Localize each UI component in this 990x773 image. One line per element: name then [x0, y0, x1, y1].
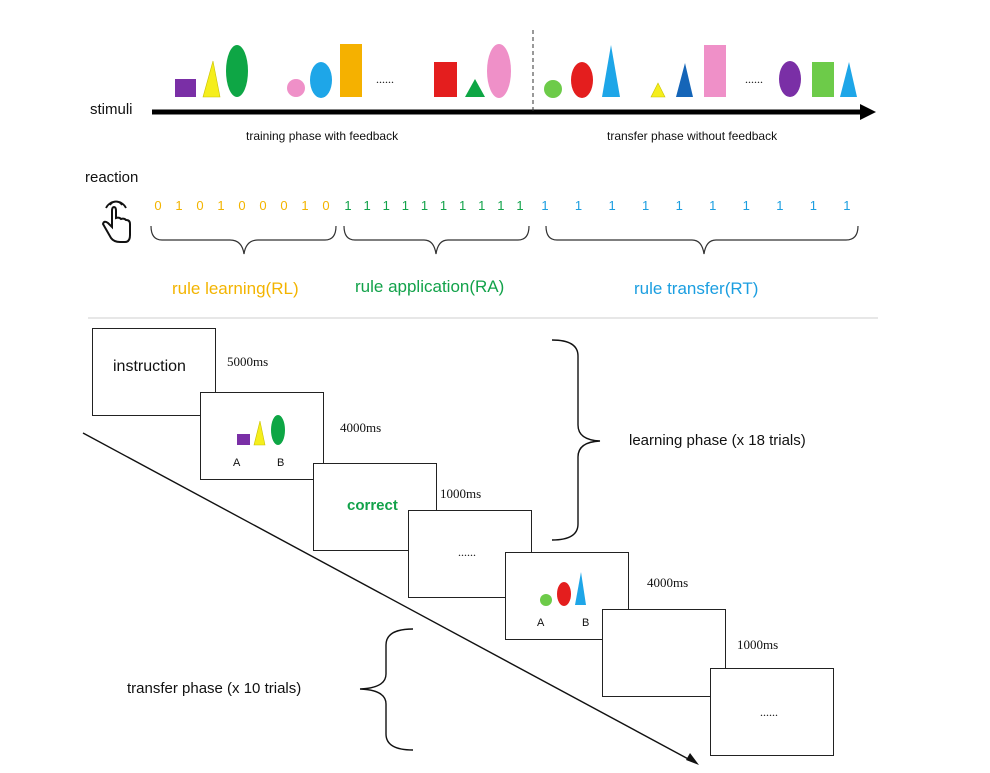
- shape-lightgreen-square: [812, 62, 834, 97]
- shape-red-ellipse-small: [557, 582, 571, 606]
- shape-green-triangle: [465, 79, 485, 97]
- transfer-phase-label: transfer phase without feedback: [607, 129, 778, 143]
- shape-orange-rect: [340, 44, 362, 97]
- reaction-label: reaction: [85, 169, 139, 186]
- shape-yellow-triangle: [202, 60, 221, 98]
- reaction-bit: 0: [280, 198, 288, 213]
- ellipsis-text-1: ......: [458, 545, 476, 559]
- reaction-bit: 1: [478, 198, 486, 213]
- shape-red-ellipse: [571, 62, 593, 98]
- brace-transfer: [545, 225, 859, 255]
- shape-yellow-triangle-small: [650, 82, 666, 98]
- reaction-bit: 0: [238, 198, 246, 213]
- reaction-bit: 1: [809, 198, 817, 213]
- shape-blue-triangle-tall: [602, 45, 620, 97]
- box-ellipsis-2: ......: [710, 668, 834, 756]
- reaction-bit: 1: [439, 198, 448, 213]
- duration-1000-2: 1000ms: [737, 637, 779, 652]
- duration-4000-2: 4000ms: [647, 575, 689, 590]
- instruction-text: instruction: [113, 358, 186, 375]
- stimulus-2-shapes: [540, 572, 586, 606]
- reaction-bit: 1: [516, 198, 524, 213]
- stimuli-label: stimuli: [90, 101, 133, 118]
- shape-lightgreen-circle-small: [540, 594, 552, 606]
- reaction-bit: 1: [382, 198, 390, 213]
- shape-green-ellipse: [226, 45, 248, 97]
- reaction-bit: 1: [675, 198, 683, 213]
- shape-pink-ellipse: [487, 44, 511, 98]
- box-instruction: instruction: [92, 328, 216, 416]
- training-phase-label: training phase with feedback: [246, 129, 399, 143]
- duration-4000-1: 4000ms: [340, 420, 382, 435]
- diagonal-arrow-head: [686, 753, 699, 765]
- rule-transfer-label: rule transfer(RT): [634, 279, 759, 298]
- reaction-bit: 1: [742, 198, 750, 213]
- brace-transfer-phase: [359, 628, 414, 751]
- duration-1000-1: 1000ms: [440, 486, 482, 501]
- rule-application-label: rule application(RA): [355, 277, 505, 296]
- reaction-bit: 1: [459, 198, 467, 213]
- stimuli-ellipsis-2: ......: [745, 72, 763, 86]
- correct-text: correct: [347, 497, 398, 514]
- transfer-phase-trials-label: transfer phase (x 10 trials): [127, 680, 302, 697]
- reaction-bit: 1: [709, 198, 717, 213]
- learning-phase-label: learning phase (x 18 trials): [629, 432, 806, 449]
- reaction-bit: 0: [154, 198, 162, 213]
- shape-purple-ellipse: [779, 61, 801, 97]
- shape-blue-ellipse: [310, 62, 332, 98]
- option-a-1: A: [233, 457, 241, 469]
- box-blank: [602, 609, 726, 697]
- shape-red-square: [434, 62, 457, 97]
- stimulus-1-shapes: [237, 415, 285, 446]
- hand-tap-icon: [101, 200, 131, 243]
- brace-learning-phase: [551, 339, 601, 541]
- timeline-diagonal: [82, 432, 693, 762]
- reaction-bit: 1: [541, 198, 549, 213]
- bits-transfer: 1 1 1 1 1 1 1 1 1 1: [540, 198, 852, 213]
- rule-learning-label: rule learning(RL): [172, 279, 299, 298]
- reaction-bit: 1: [642, 198, 650, 213]
- reaction-bit: 0: [259, 198, 267, 213]
- option-b-2: B: [582, 617, 590, 629]
- reaction-bit: 1: [401, 198, 409, 213]
- ellipsis-text-2: ......: [760, 705, 778, 719]
- reaction-bit: 1: [420, 198, 429, 213]
- reaction-bit: 1: [574, 198, 583, 213]
- shape-pink-rect: [704, 45, 726, 97]
- shape-green-ellipse-small: [271, 415, 285, 445]
- box-stimulus-1: A B: [200, 392, 324, 480]
- duration-5000: 5000ms: [227, 354, 269, 369]
- reaction-bit: 1: [608, 198, 616, 213]
- reaction-bit: 1: [175, 198, 183, 213]
- option-a-2: A: [537, 617, 545, 629]
- reaction-bit: 1: [363, 198, 371, 213]
- reaction-bit: 1: [843, 198, 851, 213]
- reaction-bit: 1: [497, 198, 505, 213]
- reaction-bit: 1: [301, 198, 309, 213]
- shape-blue-triangle: [840, 62, 857, 97]
- brace-application: [343, 225, 530, 255]
- shape-yellow-triangle-small: [253, 420, 266, 446]
- shape-purple-square: [175, 79, 196, 97]
- shape-darkblue-triangle: [676, 63, 693, 97]
- shape-purple-square-small: [237, 434, 250, 445]
- reaction-bit: 1: [217, 198, 225, 213]
- stimuli-ellipsis-1: ......: [376, 72, 394, 86]
- option-b-1: B: [277, 457, 285, 469]
- shape-pink-circle: [287, 79, 305, 97]
- reaction-bit: 1: [776, 198, 784, 213]
- timeline-arrow-head: [860, 104, 876, 120]
- reaction-bit: 1: [344, 198, 352, 213]
- reaction-bit: 0: [322, 198, 330, 213]
- brace-learning: [150, 225, 337, 255]
- shape-lightgreen-circle: [544, 80, 562, 98]
- reaction-bit: 0: [196, 198, 204, 213]
- shape-blue-triangle-small: [575, 572, 586, 605]
